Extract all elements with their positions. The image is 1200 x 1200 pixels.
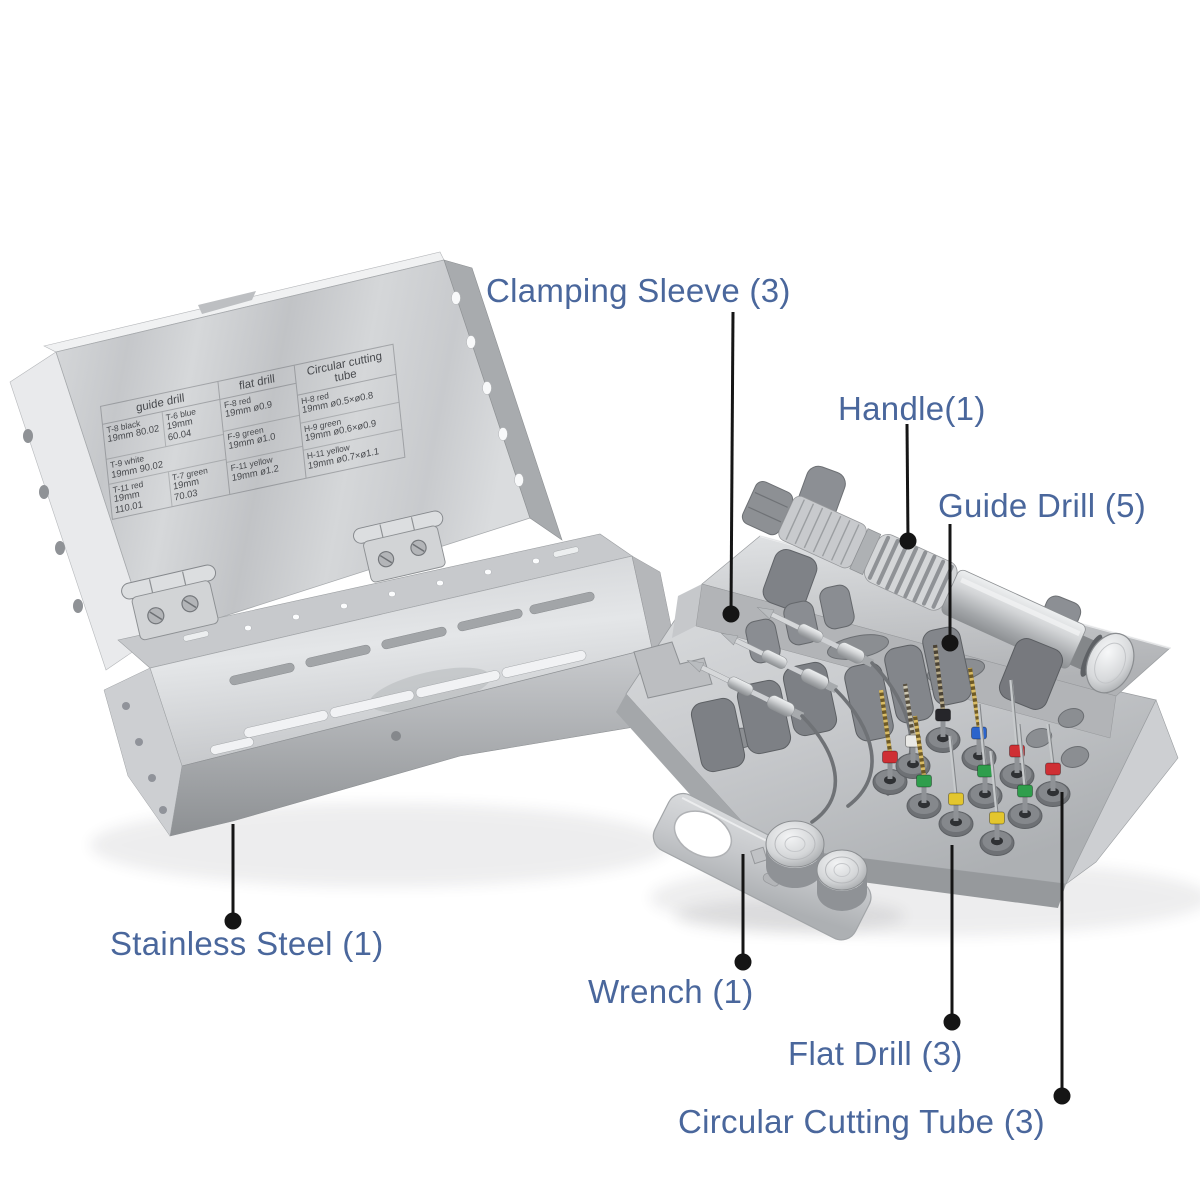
label-stainless-steel: Stainless Steel (1) (110, 925, 384, 962)
box-shadow (90, 803, 670, 887)
label-handle: Handle(1) (838, 390, 986, 427)
guide-drill-bit (906, 715, 942, 819)
guide-drill-bit (961, 667, 997, 771)
spec-col-flat-drill: flat drill F-8 red 19mm ø0.9 F-9 green 1… (217, 365, 306, 495)
lid-left-wall-holes (23, 429, 83, 613)
leader-lines (224, 311, 1071, 1105)
wrench-square-cutout (750, 846, 768, 865)
lid-right-wall-holes (451, 291, 524, 487)
base-left-end-wall (103, 667, 183, 837)
label-guide-drill: Guide Drill (5) (938, 487, 1147, 524)
tray-corner-bracket (633, 641, 713, 699)
guide-drill-bit (872, 689, 908, 795)
wrench-oval-hole (673, 810, 733, 859)
leader-line-handle (905, 423, 910, 542)
sterilization-box (9, 251, 679, 887)
spec-col-guide-drill: guide drill T-8 black 19mm 80.02 T-6 blu… (101, 382, 230, 519)
label-clamping-sleeve: Clamping Sleeve (3) (486, 272, 791, 309)
leader-dot-flat-drill (943, 1013, 961, 1031)
box-base (103, 533, 679, 837)
cutting-tube-bit (1007, 723, 1043, 829)
handle-clamp-wing-lower-left (762, 549, 818, 611)
leader-line-clamping-sleeve (729, 311, 735, 615)
spec-col-circular-cutting-tube: Circular cutting tube H-8 red 19mm ø0.5×… (293, 344, 405, 479)
leader-dot-clamping-sleeve (722, 605, 740, 623)
label-circular-cutting-tube: Circular Cutting Tube (3) (678, 1103, 1045, 1140)
front-wall-hole (391, 731, 401, 741)
clamping-sleeves (686, 607, 913, 824)
clamping-sleeve-tool (756, 607, 875, 668)
leader-dot-stainless-steel (224, 912, 242, 930)
handle-end-disc (1085, 632, 1135, 694)
clamping-sleeve-tool (720, 633, 839, 694)
leader-dot-handle (899, 532, 917, 550)
leader-dot-circular-cutting-tube (1053, 1087, 1071, 1105)
handle-instrument (741, 480, 1135, 694)
wrench-knob-small (816, 849, 868, 911)
wrench-knob-large (765, 820, 825, 888)
lid-latch-notch (198, 291, 256, 314)
wrench-tool (652, 792, 905, 941)
leader-dot-guide-drill (941, 634, 959, 652)
label-wrench: Wrench (1) (588, 973, 754, 1010)
leader-dot-wrench (734, 953, 752, 971)
flat-drill-bit (979, 750, 1015, 856)
flat-drill-bit (938, 735, 974, 837)
base-left-wall-holes (122, 702, 167, 814)
base-rim-holes (183, 546, 579, 642)
base-floor-slots (210, 591, 595, 755)
hinge-right (353, 510, 446, 583)
drill-holder-area (872, 644, 1071, 856)
clamping-sleeve-tool (686, 660, 805, 721)
label-flat-drill: Flat Drill (3) (788, 1035, 963, 1072)
tray-right-face (1065, 699, 1179, 885)
handle-clamp-wing-lower-right (998, 638, 1064, 710)
hinge-left (121, 564, 219, 641)
